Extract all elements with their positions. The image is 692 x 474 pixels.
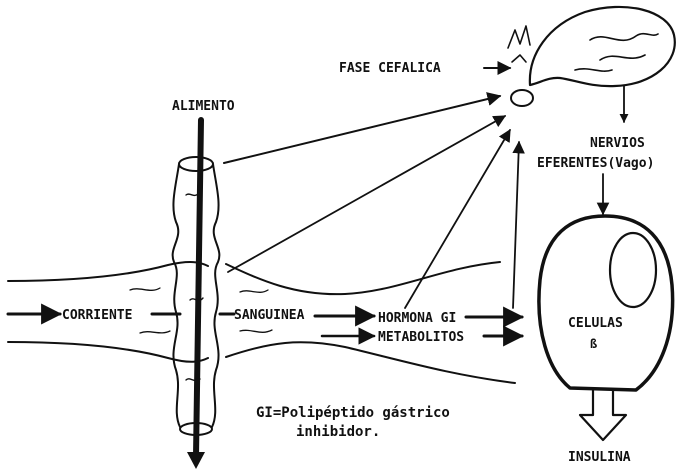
label-sanguinea: SANGUINEA (234, 308, 305, 323)
beta-cell-icon (539, 216, 673, 390)
label-eferentes: EFERENTES(Vago) (537, 156, 654, 171)
label-celulas: CELULAS (568, 316, 623, 331)
arrow-gut-to-brain (228, 116, 505, 272)
label-corriente: CORRIENTE (62, 308, 132, 323)
label-alimento: ALIMENTO (172, 99, 235, 114)
arrow-hormone-to-brain (405, 130, 510, 308)
footnote-line-1: GI=Polipéptido gástrico (256, 405, 450, 421)
arrow-stomach-to-brain (224, 96, 500, 163)
footnote-line-2: inhibidor. (296, 424, 380, 440)
food-arrowhead (187, 452, 205, 469)
arrow-metabolite-to-brain (513, 142, 519, 308)
label-beta: ß (590, 337, 597, 351)
label-insulina: INSULINA (568, 450, 631, 465)
insulin-output-arrow (580, 390, 626, 440)
brain-icon (508, 7, 675, 106)
label-metabolitos: METABOLITOS (378, 330, 464, 345)
label-fase-cefalica: FASE CEFALICA (339, 61, 441, 76)
label-hormona-gi: HORMONA GI (378, 311, 456, 326)
label-nervios: NERVIOS (590, 136, 645, 151)
